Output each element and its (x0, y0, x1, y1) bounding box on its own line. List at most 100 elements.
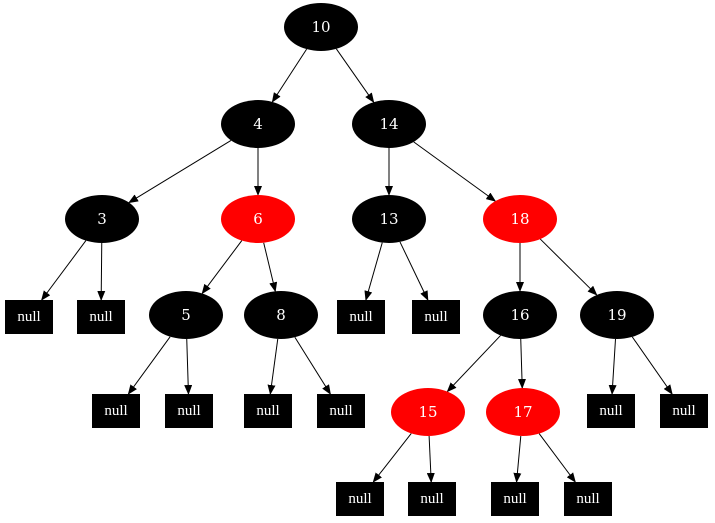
null-leaf: null (317, 394, 365, 428)
null-box (317, 394, 365, 428)
null-label: null (420, 491, 443, 507)
node-label: 6 (253, 210, 263, 228)
tree-node-16: 16 (483, 291, 557, 339)
null-leaf: null (587, 394, 635, 428)
node-label: 19 (607, 306, 626, 324)
node-ellipse-black (352, 195, 426, 243)
tree-node-13: 13 (352, 195, 426, 243)
edge-n15-z11 (372, 433, 412, 483)
null-box (5, 300, 53, 334)
edge-n17-z13 (513, 435, 522, 483)
null-leaf: null (412, 300, 460, 334)
tree-node-6: 6 (221, 195, 295, 243)
node-ellipse-black (65, 195, 139, 243)
edge-n13-z4 (399, 241, 429, 301)
tree-node-3: 3 (65, 195, 139, 243)
node-label: 5 (181, 306, 191, 324)
null-leaf: null (77, 300, 125, 334)
edge-n15-z12 (426, 435, 435, 483)
null-box (564, 482, 612, 516)
null-label: null (329, 403, 352, 419)
null-box (92, 394, 140, 428)
null-label: null (349, 309, 372, 325)
null-leaf: null (92, 394, 140, 428)
tree-node-5: 5 (149, 291, 223, 339)
tree-node-8: 8 (244, 291, 318, 339)
edge-n19-z9 (608, 338, 617, 395)
null-box (337, 300, 385, 334)
edge-n16-n15 (446, 335, 501, 393)
node-ellipse-red (483, 195, 557, 243)
null-leaf: null (165, 394, 213, 428)
node-layer: 10 4 14 3 6 13 18 5 8 16 19 15 17 null null null null nul… (5, 3, 708, 516)
node-ellipse-black (483, 291, 557, 339)
tree-node-4: 4 (221, 100, 295, 148)
edge-n14-n18 (413, 141, 497, 202)
null-label: null (17, 309, 40, 325)
edge-n19-z10 (631, 336, 673, 395)
node-label: 13 (379, 210, 398, 228)
tree-node-15: 15 (391, 388, 465, 436)
node-label: 4 (253, 115, 263, 133)
edge-n8-z8 (294, 336, 331, 395)
edge-n3-z2 (97, 242, 106, 301)
node-ellipse-black (580, 291, 654, 339)
node-label: 3 (97, 210, 107, 228)
node-label: 17 (513, 403, 532, 421)
node-ellipse-black (352, 100, 426, 148)
null-box (165, 394, 213, 428)
null-label: null (256, 403, 279, 419)
tree-node-17: 17 (486, 388, 560, 436)
node-ellipse-black (149, 291, 223, 339)
edge-layer (41, 48, 673, 483)
null-box (77, 300, 125, 334)
node-ellipse-black (221, 100, 295, 148)
null-leaf: null (408, 482, 456, 516)
null-leaf: null (5, 300, 53, 334)
node-label: 14 (379, 115, 398, 133)
null-leaf: null (337, 300, 385, 334)
edge-n16-n17 (517, 338, 526, 390)
null-box (412, 300, 460, 334)
null-box (491, 482, 539, 516)
node-label: 16 (510, 306, 529, 324)
null-label: null (576, 491, 599, 507)
null-box (244, 394, 292, 428)
edge-n18-n19 (539, 238, 598, 296)
node-label: 10 (311, 18, 330, 36)
edge-n10-n4 (271, 48, 308, 103)
null-label: null (599, 403, 622, 419)
edge-n3-z1 (41, 240, 87, 301)
null-leaf: null (491, 482, 539, 516)
edge-n8-z7 (267, 338, 279, 395)
node-ellipse-red (486, 388, 560, 436)
node-ellipse-black (244, 291, 318, 339)
null-label: null (348, 491, 371, 507)
node-label: 8 (276, 306, 286, 324)
null-box (587, 394, 635, 428)
null-leaf: null (564, 482, 612, 516)
null-leaf: null (244, 394, 292, 428)
null-label: null (503, 491, 526, 507)
edge-n5-z6 (184, 338, 193, 395)
edge-n5-z5 (127, 336, 171, 395)
node-ellipse-black (284, 3, 358, 51)
edge-n10-n14 (335, 48, 375, 103)
edge-n4-n3 (128, 139, 232, 204)
node-label: 18 (510, 210, 529, 228)
null-label: null (177, 403, 200, 419)
tree-node-18: 18 (483, 195, 557, 243)
null-label: null (89, 309, 112, 325)
null-leaf: null (660, 394, 708, 428)
null-leaf: null (336, 482, 384, 516)
null-label: null (672, 403, 695, 419)
null-box (660, 394, 708, 428)
edge-n6-n8 (263, 242, 278, 293)
null-label: null (424, 309, 447, 325)
tree-node-14: 14 (352, 100, 426, 148)
edge-n17-z14 (538, 433, 576, 483)
tree-node-10: 10 (284, 3, 358, 51)
edge-n13-z3 (364, 242, 383, 301)
edge-n6-n5 (201, 240, 243, 295)
